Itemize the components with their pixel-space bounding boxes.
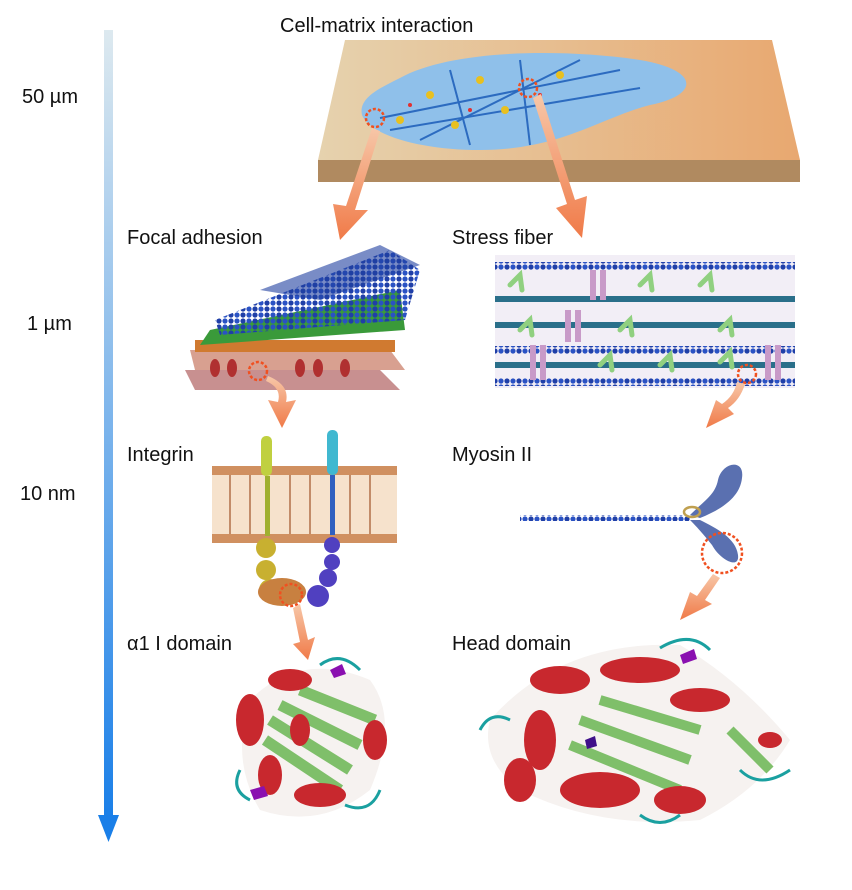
alpha-subunit [261,436,272,476]
myosin-head [690,520,739,563]
label-stress-fiber: Stress fiber [452,227,553,249]
zoom-arrow [706,382,745,428]
zoom-arrow [680,574,720,620]
title-cell-matrix: Cell-matrix interaction [280,15,473,37]
label-alpha-i-domain: α1 I domain [127,633,232,655]
i-domain [258,578,306,606]
zoom-arrow [266,376,296,428]
label-integrin: Integrin [127,444,194,466]
substrate-slab [318,40,800,182]
integrin-illustration [212,430,397,608]
label-myosin: Myosin II [452,444,532,466]
zoom-arrow [533,94,587,238]
zoom-arrow [333,128,380,240]
highlight-circle [364,107,386,129]
highlight-circle [517,77,539,99]
label-head-domain: Head domain [452,633,571,655]
scale-label-1um: 1 µm [27,313,72,335]
scale-arrow [98,30,119,842]
myosin-head-structure [478,638,791,824]
stress-fiber-illustration [495,255,795,388]
focal-adhesion-dots [396,71,564,129]
beta-subunit [327,430,338,475]
scale-label-50um: 50 µm [22,86,78,108]
label-focal-adhesion: Focal adhesion [127,227,263,249]
focal-adhesion-illustration [185,245,420,390]
alpha-i-domain-structure [235,657,387,817]
zoom-arrow [293,604,315,660]
myosin-head [690,464,743,518]
scale-label-10nm: 10 nm [20,483,76,505]
myosin-illustration [520,464,744,575]
